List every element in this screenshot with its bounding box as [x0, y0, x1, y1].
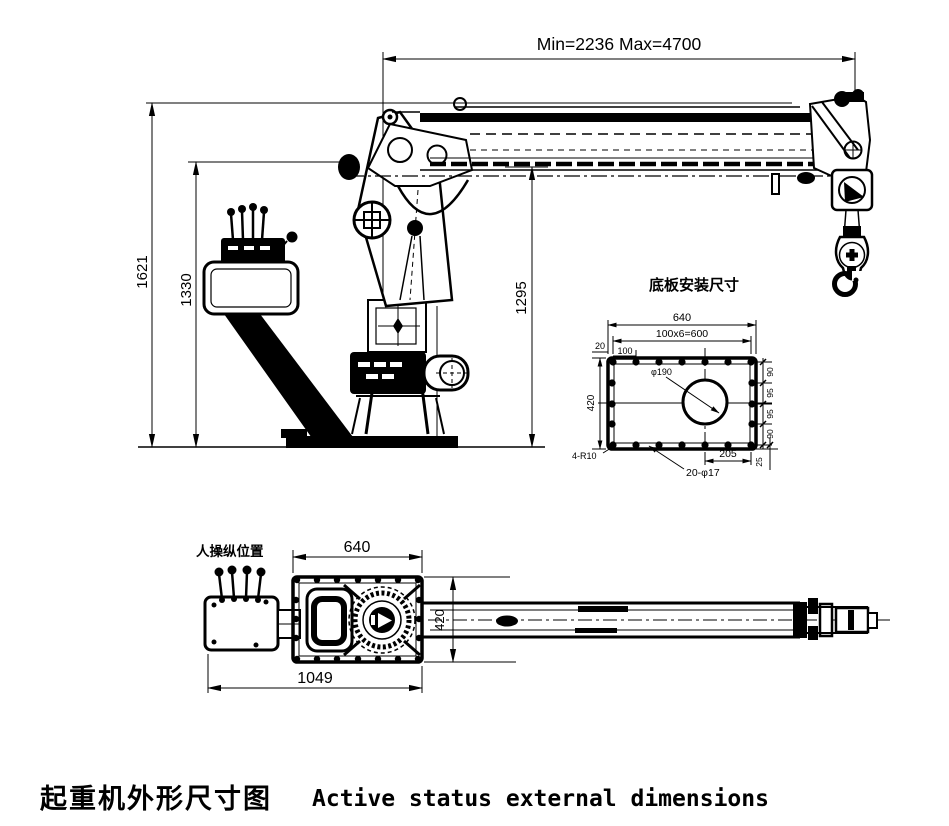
stand-housing — [202, 260, 300, 316]
operator-position-label: 人操纵位置 — [196, 543, 264, 559]
dim-plan-base-width: 640 — [292, 539, 423, 573]
base-plate-title: 底板安装尺寸 — [649, 276, 739, 294]
dim-boom-extension-label: Min=2236 Max=4700 — [537, 34, 702, 54]
slew-gearbox — [367, 299, 427, 353]
bolt-holes — [608, 358, 756, 449]
dim-first-pitch-label: 100 — [617, 346, 632, 356]
base-plate-plan — [291, 575, 424, 664]
dim-edge-offset-label: 20 — [595, 341, 605, 351]
dim-bolt-spacing-label: 100x6=600 — [656, 328, 708, 340]
dim-plate-depth: 420 — [586, 357, 606, 450]
dim-boom-underside-height: 1295 — [513, 166, 536, 448]
boom-pin — [771, 173, 780, 195]
control-console — [221, 238, 285, 264]
dim-row-edge: 25 — [754, 438, 778, 470]
dim-plate-width-label: 640 — [673, 312, 691, 324]
dim-overall-height-label: 1621 — [134, 255, 151, 288]
boom-head — [797, 89, 874, 212]
drawing-title-en: Active status external dimensions — [312, 786, 769, 812]
operator-stand-plan — [203, 565, 301, 652]
plan-view: 人操纵位置 — [196, 539, 890, 693]
dim-plan-base-width-label: 640 — [344, 539, 371, 556]
dim-plan-overall-width-label: 1049 — [297, 670, 333, 687]
dim-first-pitch: 100 — [613, 346, 637, 360]
winch-unit — [350, 352, 426, 394]
height-extension-lines — [146, 102, 792, 168]
slew-motor — [422, 354, 470, 392]
label-bolt-holes: 20-φ17 — [648, 445, 720, 479]
dim-row-pitch-1: 90 — [765, 367, 775, 377]
label-corner-radius: 4-R10 — [572, 447, 612, 461]
dim-boom-underside-label: 1295 — [513, 281, 530, 314]
boom-plan — [422, 598, 890, 640]
dim-row-pitch-4: 90 — [765, 429, 775, 439]
dim-row-pitch-2: 95 — [765, 388, 775, 398]
boom — [348, 97, 868, 195]
drawing-title: 起重机外形尺寸图 Active status external dimensio… — [40, 784, 769, 814]
dim-plate-depth-label: 420 — [586, 394, 597, 411]
center-hole: φ190 — [651, 367, 729, 426]
corner-radius-label: 4-R10 — [572, 451, 597, 461]
side-knob-icon — [286, 231, 298, 243]
dim-bolt-spacing: 100x6=600 — [612, 328, 752, 354]
control-levers-icon — [227, 203, 268, 241]
dim-plan-base-depth: 420 — [424, 576, 516, 663]
boom-head-plan — [793, 598, 890, 640]
dim-row-pitch-3: 95 — [765, 409, 775, 419]
hook-icon — [832, 266, 865, 297]
control-levers-plan-icon — [214, 565, 266, 603]
dim-column-height-label: 1330 — [178, 273, 195, 306]
dim-row-edge-label: 25 — [754, 457, 764, 467]
dim-edge-offset: 20 — [592, 341, 608, 353]
bolt-holes-label: 20-φ17 — [686, 467, 720, 479]
dim-center-offset: 205 — [704, 448, 752, 465]
dim-center-offset-label: 205 — [719, 448, 737, 460]
stand-leg — [224, 314, 356, 441]
hook-block — [832, 209, 870, 297]
dim-plan-overall-width: 1049 — [207, 654, 423, 693]
base-plate-detail: 底板安装尺寸 φ190 640 100x6 — [572, 276, 778, 479]
dim-overall-height: 1621 — [134, 102, 156, 448]
center-hole-label: φ190 — [651, 367, 672, 377]
stand-foot — [281, 429, 307, 438]
crane-base — [286, 436, 458, 448]
dim-column-height: 1330 — [178, 161, 200, 448]
plan-bolt-holes — [292, 576, 423, 663]
operator-stand — [202, 203, 356, 441]
counterweight-blob — [338, 154, 360, 180]
dim-plan-base-depth-label: 420 — [432, 609, 447, 631]
drawing-title-cn: 起重机外形尺寸图 — [40, 784, 272, 814]
dim-row-pitches: 90 95 95 90 — [756, 358, 775, 449]
side-view: Min=2236 Max=4700 1621 1330 1295 — [134, 34, 874, 448]
slew-gear-icon — [343, 583, 421, 657]
dim-plate-width: 640 — [607, 312, 757, 354]
